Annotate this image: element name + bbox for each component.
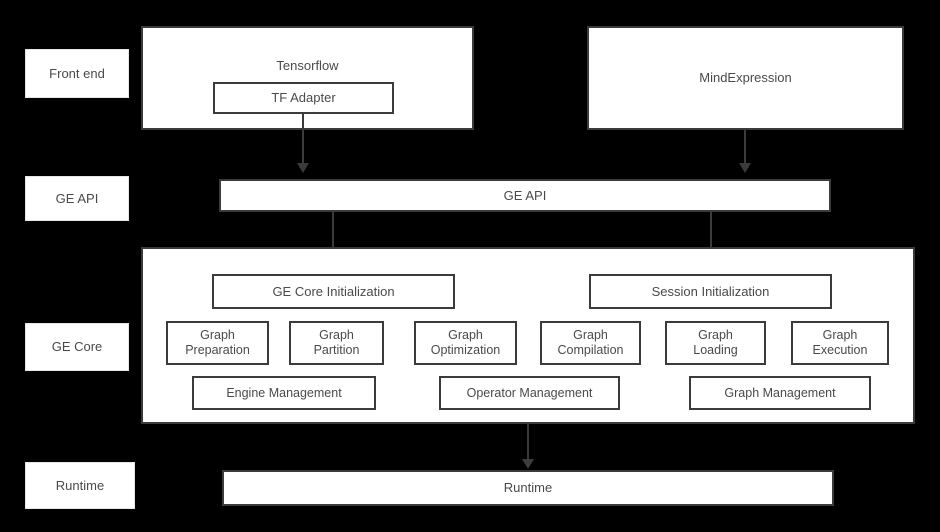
row-label-ge-api-text: GE API xyxy=(55,190,99,206)
row-label-front-end-text: Front end xyxy=(49,65,105,81)
graph-preparation-box[interactable]: Graph Preparation xyxy=(166,321,269,365)
tf-adapter-label: TF Adapter xyxy=(271,90,336,106)
graph-compilation-label: Graph Compilation xyxy=(557,328,624,357)
graph-compilation-box[interactable]: Graph Compilation xyxy=(540,321,641,365)
graph-loading-label: Graph Loading xyxy=(693,328,738,357)
runtime-bar[interactable]: Runtime xyxy=(222,470,834,506)
connector-ge-api-to-ge-core-init xyxy=(332,212,334,266)
operator-management-box[interactable]: Operator Management xyxy=(439,376,620,410)
operator-management-label: Operator Management xyxy=(466,385,593,400)
row-label-ge-api: GE API xyxy=(25,176,129,221)
session-initialization-label: Session Initialization xyxy=(651,283,770,299)
graph-execution-box[interactable]: Graph Execution xyxy=(791,321,889,365)
engine-management-label: Engine Management xyxy=(226,385,342,400)
runtime-bar-label: Runtime xyxy=(503,480,553,496)
graph-partition-label: Graph Partition xyxy=(313,328,360,357)
engine-management-box[interactable]: Engine Management xyxy=(192,376,376,410)
graph-preparation-label: Graph Preparation xyxy=(185,328,250,357)
connector-ge-api-to-session-init xyxy=(710,212,712,266)
ge-core-initialization-box[interactable]: GE Core Initialization xyxy=(212,274,455,309)
tf-adapter-box[interactable]: TF Adapter xyxy=(213,82,394,114)
mindexpression-title: MindExpression xyxy=(699,70,792,86)
graph-partition-box[interactable]: Graph Partition xyxy=(289,321,384,365)
ge-api-bar-label: GE API xyxy=(503,187,547,203)
arrowhead-mindexpression-to-ge-api xyxy=(739,163,751,173)
tensorflow-container: Tensorflow xyxy=(141,26,474,130)
graph-optimization-box[interactable]: Graph Optimization xyxy=(414,321,517,365)
row-label-runtime: Runtime xyxy=(25,462,135,509)
mindexpression-container: MindExpression xyxy=(587,26,904,130)
graph-management-box[interactable]: Graph Management xyxy=(689,376,871,410)
session-initialization-box[interactable]: Session Initialization xyxy=(589,274,832,309)
tensorflow-title: Tensorflow xyxy=(276,58,339,73)
graph-execution-label: Graph Execution xyxy=(812,328,868,357)
row-label-runtime-text: Runtime xyxy=(55,477,105,493)
ge-core-initialization-label: GE Core Initialization xyxy=(272,283,395,299)
arrowhead-ge-core-to-runtime xyxy=(522,459,534,469)
arrowhead-tf-adapter-to-ge-api xyxy=(297,163,309,173)
connector-tf-adapter-to-ge-api xyxy=(302,114,304,165)
graph-management-label: Graph Management xyxy=(724,385,836,400)
row-label-front-end: Front end xyxy=(25,49,129,98)
ge-api-bar[interactable]: GE API xyxy=(219,179,831,212)
graph-loading-box[interactable]: Graph Loading xyxy=(665,321,766,365)
row-label-ge-core-text: GE Core xyxy=(51,339,103,355)
row-label-ge-core: GE Core xyxy=(25,323,129,371)
graph-optimization-label: Graph Optimization xyxy=(430,328,501,357)
connector-ge-core-to-runtime xyxy=(527,424,529,462)
connector-mindexpression-to-ge-api xyxy=(744,130,746,165)
